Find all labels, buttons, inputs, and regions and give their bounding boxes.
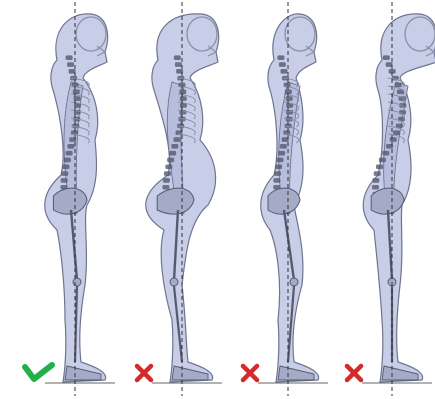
vertebra <box>66 151 73 156</box>
vertebra <box>382 151 389 156</box>
vertebra <box>395 83 402 88</box>
vertebra <box>286 96 293 101</box>
vertebra <box>164 171 171 176</box>
vertebra <box>280 69 287 74</box>
knee <box>290 278 298 286</box>
vertebra <box>383 55 390 60</box>
vertebra <box>61 178 68 183</box>
vertebra <box>66 55 73 60</box>
vertebra <box>167 158 174 163</box>
vertebra <box>376 164 383 169</box>
vertebra <box>390 137 397 142</box>
vertebra <box>64 158 71 163</box>
vertebra <box>67 62 74 67</box>
vertebra <box>162 185 169 190</box>
vertebra <box>280 144 287 149</box>
vertebra <box>180 96 187 101</box>
knee <box>170 278 178 286</box>
vertebra <box>372 185 379 190</box>
knee <box>73 278 81 286</box>
vertebra <box>175 62 182 67</box>
vertebra <box>276 158 283 163</box>
vertebra <box>278 151 285 156</box>
vertebra <box>67 144 74 149</box>
vertebra <box>379 158 386 163</box>
vertebra <box>374 171 381 176</box>
vertebra <box>62 164 69 169</box>
vertebra <box>73 89 80 94</box>
vertebra <box>171 144 178 149</box>
vertebra <box>274 171 281 176</box>
vertebra <box>372 178 379 183</box>
vertebra <box>179 89 186 94</box>
vertebra <box>279 62 286 67</box>
vertebra <box>163 178 170 183</box>
vertebra <box>277 55 284 60</box>
vertebra <box>273 178 280 183</box>
vertebra <box>61 171 68 176</box>
vertebra <box>173 137 180 142</box>
vertebra <box>169 151 176 156</box>
vertebra <box>174 55 181 60</box>
vertebra <box>275 164 282 169</box>
vertebra <box>393 130 400 135</box>
vertebra <box>165 164 172 169</box>
